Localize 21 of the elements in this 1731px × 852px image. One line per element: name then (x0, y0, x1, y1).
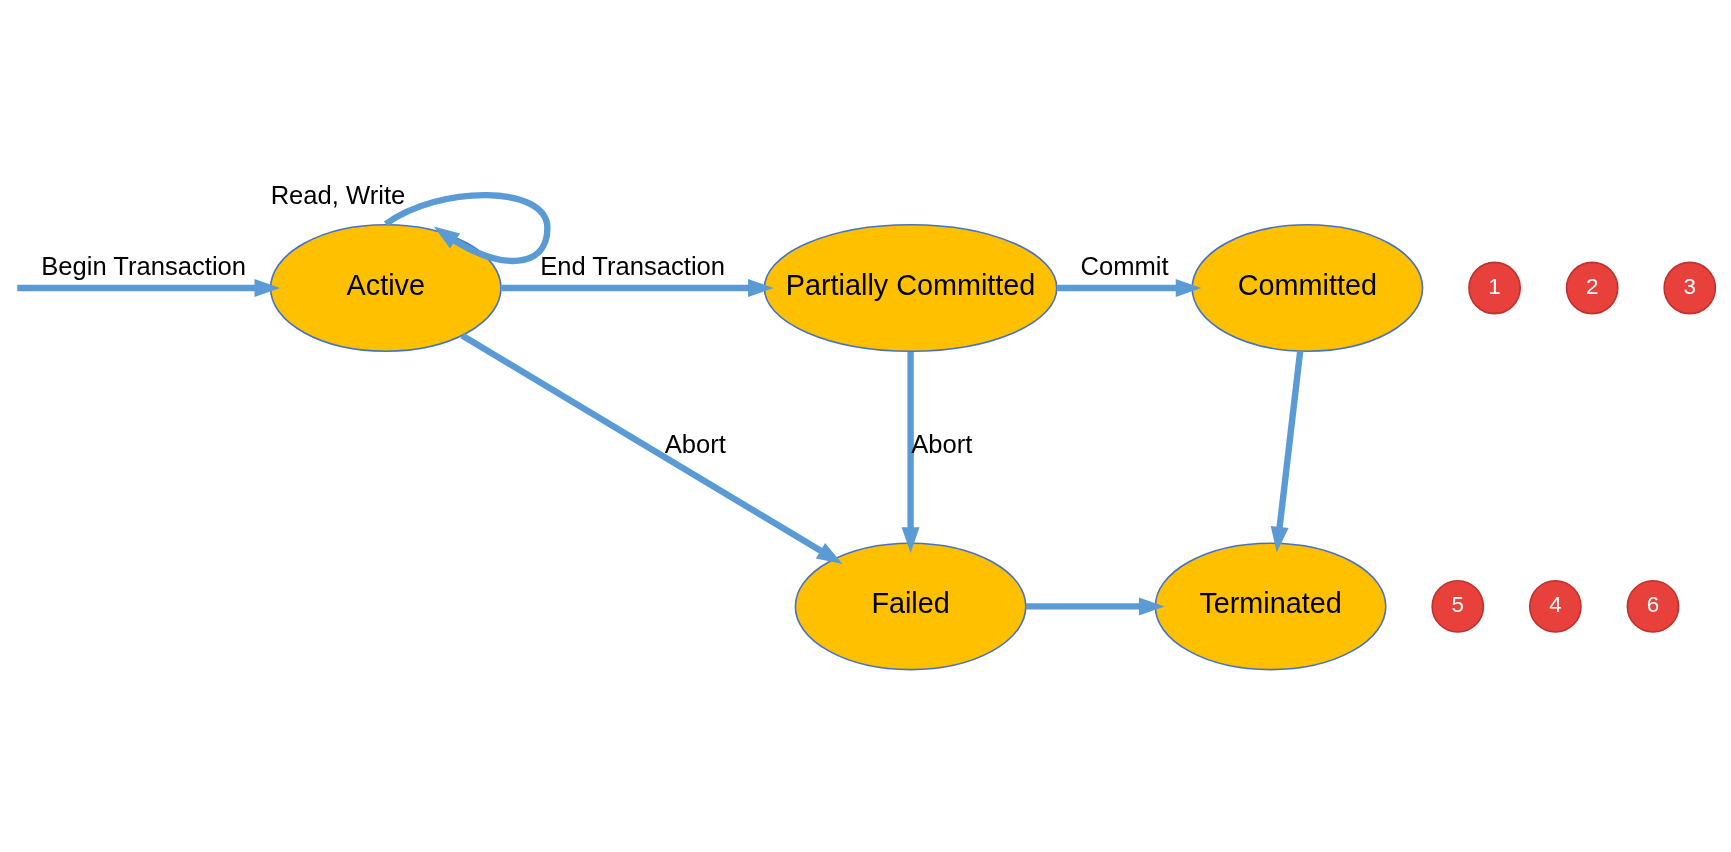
arrow (460, 332, 843, 564)
edge-label: End Transaction (540, 251, 726, 280)
node-circle: 1 (1468, 261, 1521, 314)
arrow (17, 278, 281, 297)
node-circle: 3 (1663, 261, 1717, 314)
arrow (1057, 278, 1202, 297)
node-ellipse: Terminated (1154, 541, 1387, 670)
arrow (1270, 350, 1304, 552)
edge-label: Commit (1080, 251, 1169, 280)
node-ellipse: Partially Committed (763, 223, 1058, 352)
node-circle: 6 (1626, 579, 1680, 633)
node-ellipse: Committed (1191, 223, 1424, 352)
edge-label: Begin Transaction (41, 251, 247, 280)
node-circle: 5 (1431, 579, 1485, 633)
edge-label: Read, Write (270, 180, 406, 209)
edge-label: Abort (664, 429, 726, 458)
node-circle: 4 (1529, 579, 1582, 633)
arrow (1025, 596, 1165, 615)
node-circle: 2 (1565, 261, 1619, 314)
arrow (901, 351, 920, 553)
arrow (501, 278, 774, 297)
